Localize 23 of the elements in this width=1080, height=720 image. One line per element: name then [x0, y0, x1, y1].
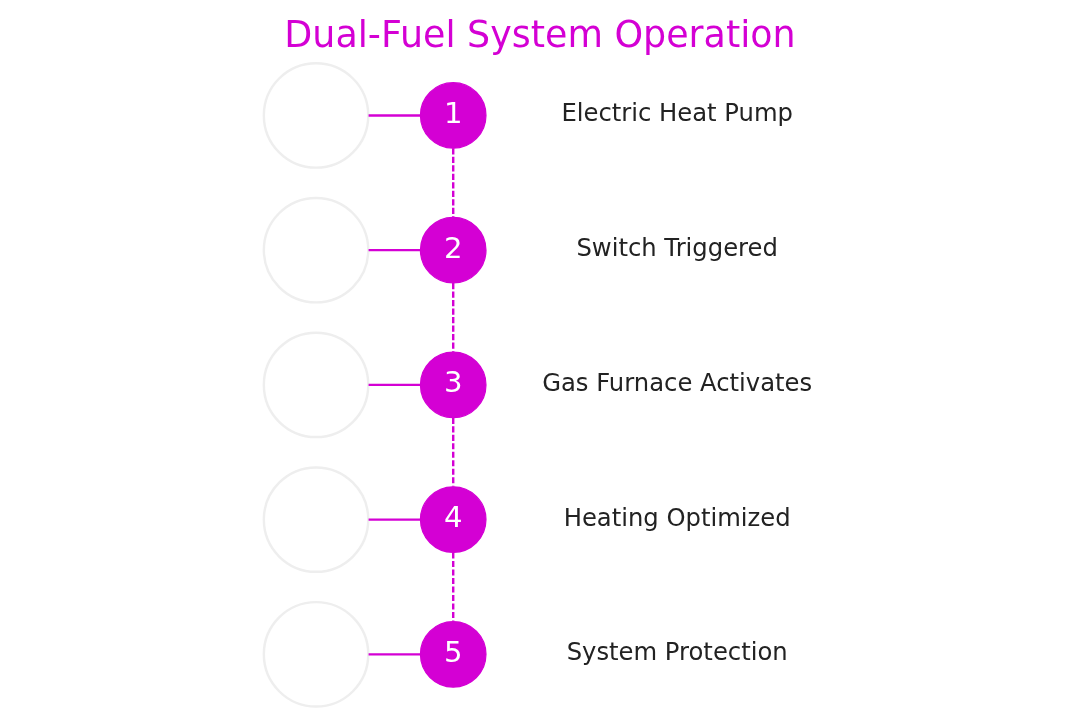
- connector: [452, 283, 455, 352]
- connector: [368, 114, 421, 117]
- node-circle: 2: [419, 216, 487, 284]
- node-label: System Protection: [566, 637, 788, 667]
- node-circle: [262, 466, 370, 574]
- connector: [368, 383, 421, 387]
- node-circle: 3: [419, 351, 487, 419]
- node-label: Heating Optimized: [563, 502, 791, 532]
- node-circle: 1: [419, 82, 487, 149]
- node-circle: [262, 196, 370, 304]
- diagram-title: Dual-Fuel System Operation: [284, 13, 796, 57]
- node-circle: 4: [419, 486, 487, 553]
- connector: [452, 148, 455, 217]
- node-circle: 5: [419, 620, 487, 688]
- connector: [368, 248, 421, 252]
- node-circle: [262, 600, 370, 708]
- connector: [368, 653, 421, 656]
- node-label: Gas Furnace Activates: [542, 367, 813, 397]
- node-circle: [262, 62, 370, 169]
- node-circle: [262, 331, 370, 439]
- node-label: Electric Heat Pump: [561, 98, 793, 128]
- node-label: Switch Triggered: [576, 233, 778, 263]
- connector: [368, 518, 421, 521]
